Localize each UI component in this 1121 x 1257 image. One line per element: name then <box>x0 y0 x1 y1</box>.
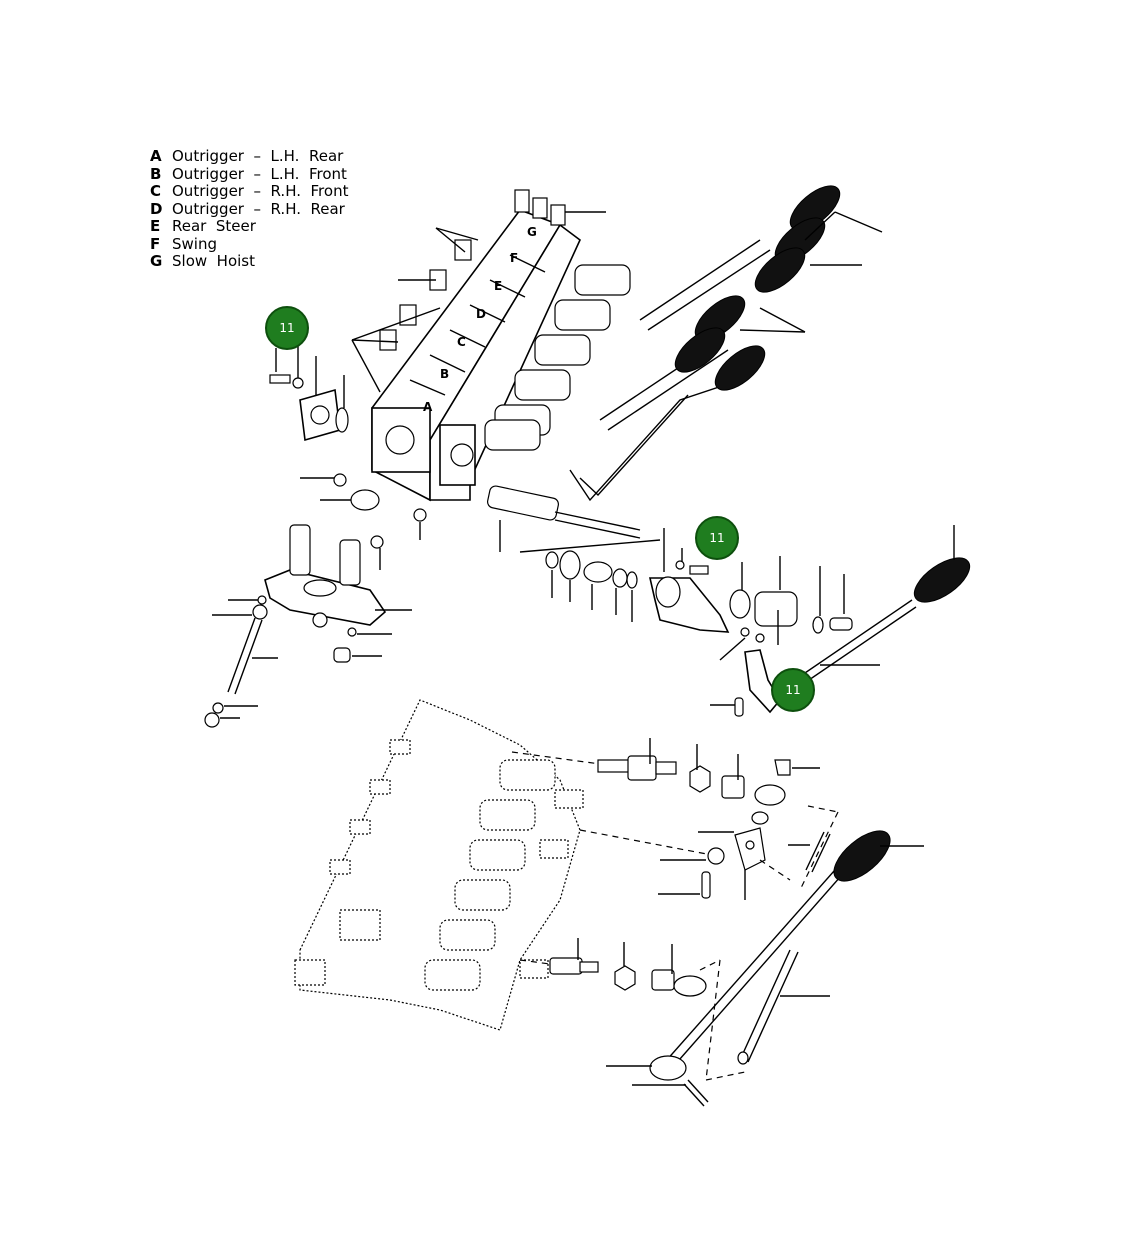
legend-text: Slow Hoist <box>172 252 255 270</box>
legend-row-a: A Outrigger – L.H. Rear <box>150 147 348 166</box>
legend-row-g: G Slow Hoist <box>150 252 348 271</box>
valve-bank-phantom <box>294 699 584 1031</box>
seals-and-washers <box>300 473 427 570</box>
legend-letter: A <box>150 147 162 165</box>
callout-badge-11-flange[interactable]: 11 <box>265 306 309 350</box>
valve-label-e: E <box>494 279 502 293</box>
legend-row-b: B Outrigger – L.H. Front <box>150 164 348 184</box>
legend-text: Rear Steer <box>172 217 256 235</box>
legend-letter: G <box>150 252 163 270</box>
legend-row-f: F Swing <box>150 234 348 254</box>
valve-section-legend: A Outrigger – L.H. Rear B Outrigger – L.H.… <box>150 147 349 271</box>
linkage-bracket-left <box>204 524 412 728</box>
lever-knob-6 <box>714 345 766 391</box>
legend-letter: C <box>150 182 162 200</box>
legend-text: Outrigger – R.H. Front <box>172 182 349 200</box>
valve-label-c: C <box>457 335 466 349</box>
valve-label-g: G <box>527 225 537 239</box>
lever-knob-3 <box>754 247 806 293</box>
control-valve-bank <box>371 189 581 502</box>
legend-text: Outrigger – L.H. Rear <box>172 147 344 165</box>
valve-label-d: D <box>476 307 486 321</box>
valve-label-b: B <box>440 367 449 381</box>
lever-knob-middle <box>913 557 971 603</box>
lever-knob-1 <box>789 185 841 231</box>
flange-and-seal <box>269 342 349 442</box>
legend-text: Outrigger – R.H. Rear <box>172 199 345 218</box>
control-lever-lower <box>606 830 924 1107</box>
legend-letter: F <box>150 234 161 253</box>
legend-letter: B <box>150 164 162 183</box>
legend-text: Swing <box>172 234 217 253</box>
lever-pin <box>710 697 744 717</box>
legend-text: Outrigger – L.H. Front <box>172 164 347 183</box>
legend-row-c: C Outrigger – R.H. Front <box>150 182 349 201</box>
legend-letter: D <box>150 199 163 218</box>
legend-row-e: E Rear Steer <box>150 217 348 236</box>
control-lever-middle <box>779 525 971 698</box>
valve-label-a: A <box>423 400 433 414</box>
valve-label-f: F <box>510 251 518 265</box>
lever-knob-5 <box>674 327 726 373</box>
lower-linkage-parts <box>511 738 839 1081</box>
leader-lines-upper <box>351 211 883 393</box>
spool-shaft <box>486 485 661 622</box>
valve-section-labels: A B C D E F G <box>423 225 537 414</box>
lever-bracket <box>648 528 853 714</box>
callout-badge-11-lever[interactable]: 11 <box>771 668 815 712</box>
control-lever-knobs-upper <box>674 185 841 391</box>
legend-row-d: D Outrigger – R.H. Rear <box>150 199 348 219</box>
legend-letter: E <box>150 217 161 235</box>
callout-badge-11-bracket[interactable]: 11 <box>695 516 739 560</box>
lever-knob-lower <box>833 830 891 882</box>
spool-assemblies <box>484 239 771 502</box>
